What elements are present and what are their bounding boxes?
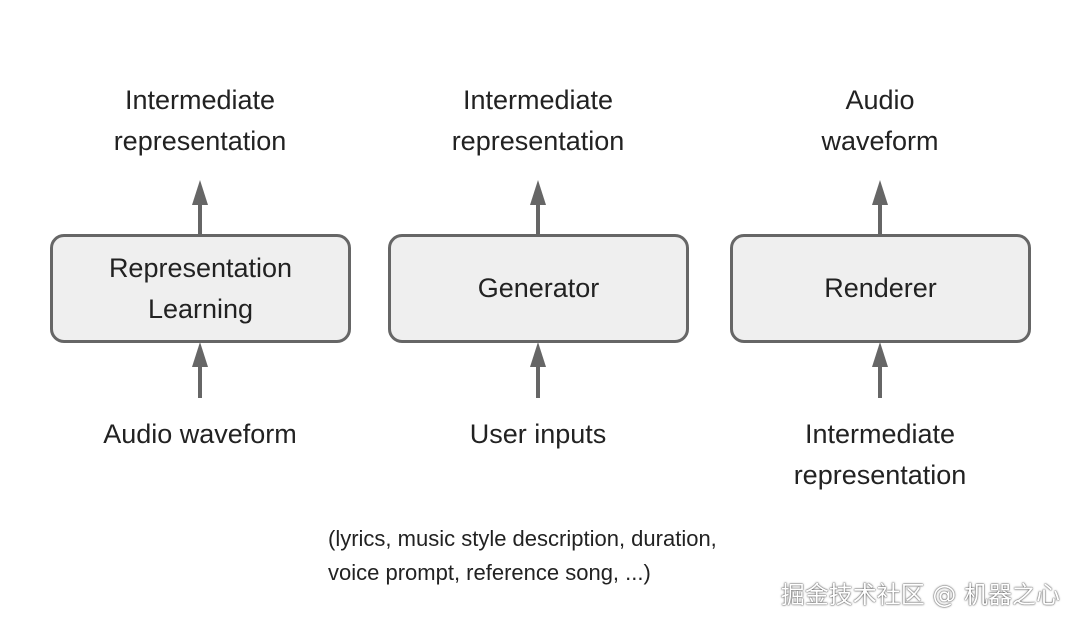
output-line: Audio (845, 85, 915, 115)
box-line: Renderer (824, 273, 937, 303)
output-line: representation (113, 126, 287, 156)
renderer-output-label: Audio waveform (730, 80, 1030, 162)
generator-output-label: Intermediate representation (388, 80, 688, 162)
arrow-generator-output (530, 180, 546, 234)
arrow-generator-input (530, 342, 546, 398)
output-line: waveform (821, 126, 939, 156)
arrow-renderer-output (872, 180, 888, 234)
box-line: Representation (108, 252, 293, 283)
note-line: voice prompt, reference song, ...) (328, 560, 651, 585)
generator-input-label: User inputs (388, 414, 688, 455)
arrow-representation-learning-input (192, 342, 208, 398)
box-line: Generator (477, 273, 600, 303)
representation-learning-input-label: Audio waveform (50, 414, 350, 455)
output-line: Intermediate (124, 85, 276, 115)
input-line: Intermediate (804, 419, 956, 449)
arrow-representation-learning-output (192, 180, 208, 234)
input-line: representation (793, 460, 967, 490)
output-line: Intermediate (462, 85, 614, 115)
renderer-input-label: Intermediate representation (730, 414, 1030, 496)
representation-learning-output-label: Intermediate representation (50, 80, 350, 162)
input-line: User inputs (469, 419, 607, 449)
watermark: 掘金技术社区 @ 机器之心 (780, 581, 1060, 609)
input-line: Audio waveform (103, 419, 297, 449)
box-line: Learning (147, 293, 254, 324)
arrow-renderer-input (872, 342, 888, 398)
output-line: representation (451, 126, 625, 156)
generator-box: Generator (388, 234, 689, 343)
note-line: (lyrics, music style description, durati… (328, 526, 717, 551)
user-inputs-note: (lyrics, music style description, durati… (328, 522, 717, 590)
representation-learning-box: Representation Learning (50, 234, 351, 343)
renderer-box: Renderer (730, 234, 1031, 343)
